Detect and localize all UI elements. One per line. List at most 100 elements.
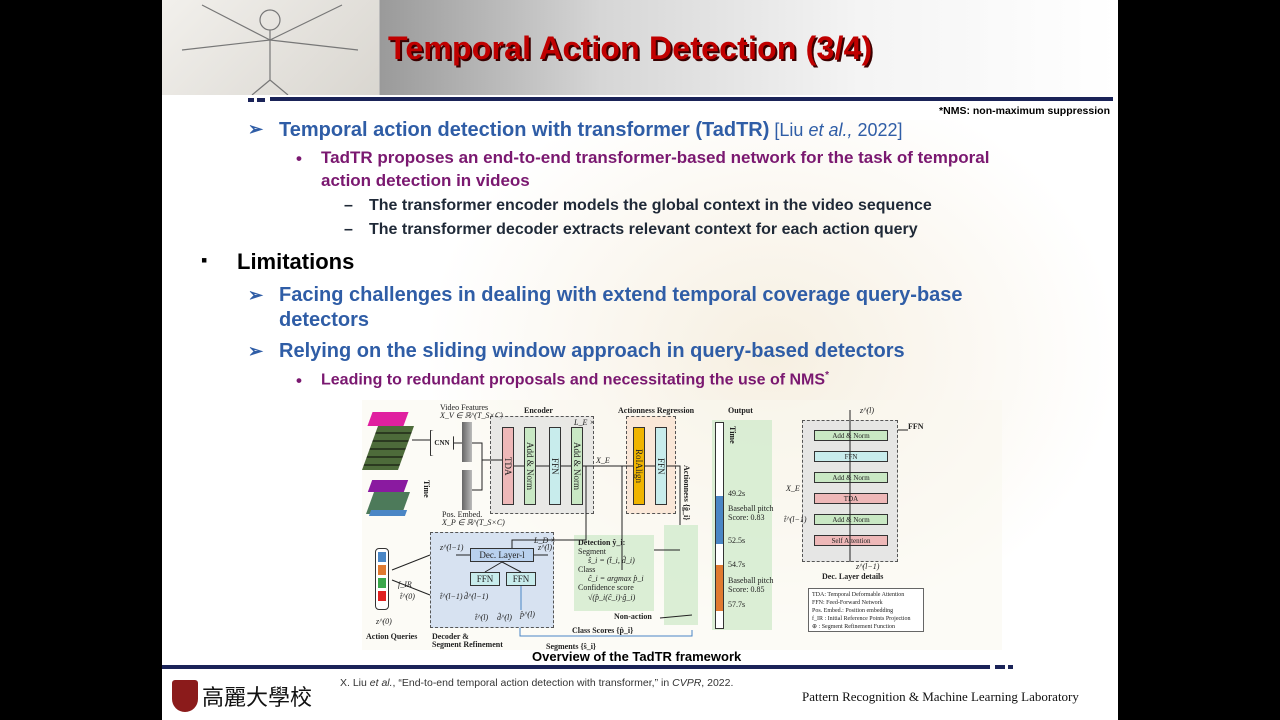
legend-item: Pos. Embed.: Position embedding bbox=[812, 608, 894, 614]
detection-line: √(p̂_i(ĉ_i)·ĝ_i) bbox=[588, 593, 636, 602]
figure-arrows bbox=[391, 410, 908, 637]
rule-dash bbox=[1008, 665, 1013, 669]
lab-name: Pattern Recognition & Machine Learning L… bbox=[802, 689, 1079, 704]
dec-detail-block: Self Attention bbox=[814, 535, 888, 546]
action-query-slot bbox=[378, 565, 386, 575]
dd-xe-label: X_E bbox=[786, 484, 800, 493]
actionness-label: Actionness {ĝ_i} bbox=[682, 465, 691, 521]
d-prev-label: d̂^(l−1) bbox=[464, 592, 489, 601]
class-scores-label: Class Scores {p̂_i} bbox=[572, 626, 634, 635]
video-features-label: Video Features bbox=[440, 403, 489, 412]
action-queries-label: Action Queries bbox=[366, 632, 418, 641]
reference-citation: X. Liu et al., “End-to-end temporal acti… bbox=[340, 677, 733, 689]
z-prev-label: z^(l−1) bbox=[440, 543, 464, 552]
dec-ffn-block: FFN bbox=[470, 572, 500, 586]
bullet-text: Leading to redundant proposals and neces… bbox=[321, 371, 826, 389]
decoder-label-2: Segment Refinement bbox=[432, 640, 503, 649]
cite-title: , “End-to-end temporal action detection … bbox=[392, 677, 673, 689]
xe-label: X_E bbox=[596, 456, 610, 465]
arrow-bullet-icon: ➢ bbox=[248, 341, 264, 361]
slide: Temporal Action Detection (3/4) *NMS: no… bbox=[162, 0, 1118, 720]
footnote-mark: * bbox=[825, 370, 829, 381]
cite-pre: [Liu bbox=[769, 120, 809, 140]
bullet-sliding-window: Relying on the sliding window approach i… bbox=[279, 340, 905, 362]
detection-line: ŝ_i = (t̂_i, d̂_i) bbox=[588, 556, 635, 565]
action-query-slot bbox=[378, 578, 386, 588]
cite-etal: et al. bbox=[369, 677, 393, 689]
segment-start: 54.7s bbox=[728, 560, 746, 569]
action-queries-block bbox=[375, 548, 389, 610]
action-query-slot bbox=[378, 591, 386, 601]
cite-venue: CVPR bbox=[672, 677, 702, 689]
dec-detail-block: Add & Norm bbox=[814, 430, 888, 441]
dd-t-label: t̂^(l−1) bbox=[784, 515, 807, 524]
title-banner bbox=[380, 0, 1118, 95]
legend-item: TDA: Temporal Deformable Attention bbox=[812, 592, 905, 598]
video-features-block bbox=[462, 422, 472, 462]
segment-score: Score: 0.83 bbox=[728, 513, 765, 522]
ar-ffn-block: FFN bbox=[655, 427, 667, 505]
bullet-challenges-cont: detectors bbox=[279, 309, 370, 331]
actionness-regression-title: Actionness Regression bbox=[618, 406, 695, 415]
dot-bullet-icon: • bbox=[296, 149, 302, 168]
enc-ffn-block: FFN bbox=[549, 427, 561, 505]
cite-year: , 2022. bbox=[701, 677, 734, 689]
dec-detail-block: Add & Norm bbox=[814, 514, 888, 525]
segment-label: Baseball pitch bbox=[728, 576, 774, 585]
cite-author: X. Liu bbox=[340, 677, 370, 689]
university-name: 高麗大學校 bbox=[202, 686, 313, 711]
dec-detail-block: Add & Norm bbox=[814, 472, 888, 483]
d-next-label: d̂^(l) bbox=[497, 613, 512, 622]
cite-year: 2022] bbox=[852, 120, 903, 140]
dash-bullet-icon: – bbox=[344, 221, 353, 238]
citation-inline: [Liu et al., 2022] bbox=[769, 119, 902, 141]
t-next-label: t̂^(l) bbox=[475, 613, 489, 622]
output-segment-2 bbox=[716, 565, 723, 611]
decoder-label: Decoder & bbox=[432, 632, 469, 641]
time-label: Time bbox=[422, 480, 431, 498]
rule-dash bbox=[257, 98, 265, 102]
rule-dash bbox=[248, 98, 254, 102]
detection-box: Detection ŷ_i: Segment ŝ_i = (t̂_i, d̂_i… bbox=[574, 535, 654, 611]
encoder-title: Encoder bbox=[524, 406, 553, 415]
output-timeline bbox=[715, 422, 724, 629]
footnote: *NMS: non-maximum suppression bbox=[939, 105, 1110, 117]
fir-label: f_IR bbox=[398, 580, 412, 589]
legend-item: f_IR : Initial Reference Points Projecti… bbox=[812, 616, 911, 622]
output-segment-1 bbox=[716, 496, 723, 544]
dec-detail-block: FFN bbox=[814, 451, 888, 462]
vitruvian-sketch-icon bbox=[181, 4, 359, 96]
segment-end: 52.5s bbox=[728, 536, 746, 545]
detection-line: Confidence score bbox=[578, 583, 634, 592]
legend-item: FFN: Feed-Forward Network bbox=[812, 600, 883, 606]
pos-embed-block bbox=[462, 470, 472, 510]
proposals-panel bbox=[664, 525, 698, 625]
dec-ffn-block: FFN bbox=[506, 572, 536, 586]
t0-label: t̂^(0) bbox=[400, 592, 415, 601]
rule-dash bbox=[995, 665, 1005, 669]
bullet-encoder: The transformer encoder models the globa… bbox=[369, 197, 932, 214]
output-title: Output bbox=[728, 406, 753, 415]
square-bullet-icon: ▪ bbox=[201, 250, 208, 270]
cnn-label: CNN bbox=[434, 439, 450, 447]
cite-etal: et al., bbox=[808, 120, 853, 140]
action-query-slot bbox=[378, 552, 386, 562]
dec-details-title: Dec. Layer details bbox=[822, 572, 884, 581]
footer-rule bbox=[162, 665, 990, 669]
korea-university-logo bbox=[172, 680, 198, 712]
video-features-math: X_V ∈ ℝ^(T_S×C) bbox=[440, 411, 503, 420]
dd-bottom-label: z^(l−1) bbox=[856, 562, 880, 571]
detection-line: Segment bbox=[578, 547, 606, 556]
legend-item: ⊕ : Segment Refinement Function bbox=[812, 624, 896, 630]
vitruvian-man-image bbox=[162, 0, 380, 96]
arrow-bullet-icon: ➢ bbox=[248, 285, 264, 305]
roialign-block: RoIAlign bbox=[633, 427, 645, 505]
dash-bullet-icon: – bbox=[344, 197, 353, 214]
arrow-bullet-icon: ➢ bbox=[248, 119, 264, 139]
enc-addnorm-block: Add & Norm bbox=[571, 427, 583, 505]
limitations-heading: Limitations bbox=[237, 249, 355, 274]
non-action-label: Non-action bbox=[614, 612, 652, 621]
t-prev-label: t̂^(l−1) bbox=[440, 592, 463, 601]
detection-line: ĉ_i = argmax p̂_i bbox=[588, 574, 644, 583]
p-next-label: p̂^(l) bbox=[520, 610, 535, 619]
